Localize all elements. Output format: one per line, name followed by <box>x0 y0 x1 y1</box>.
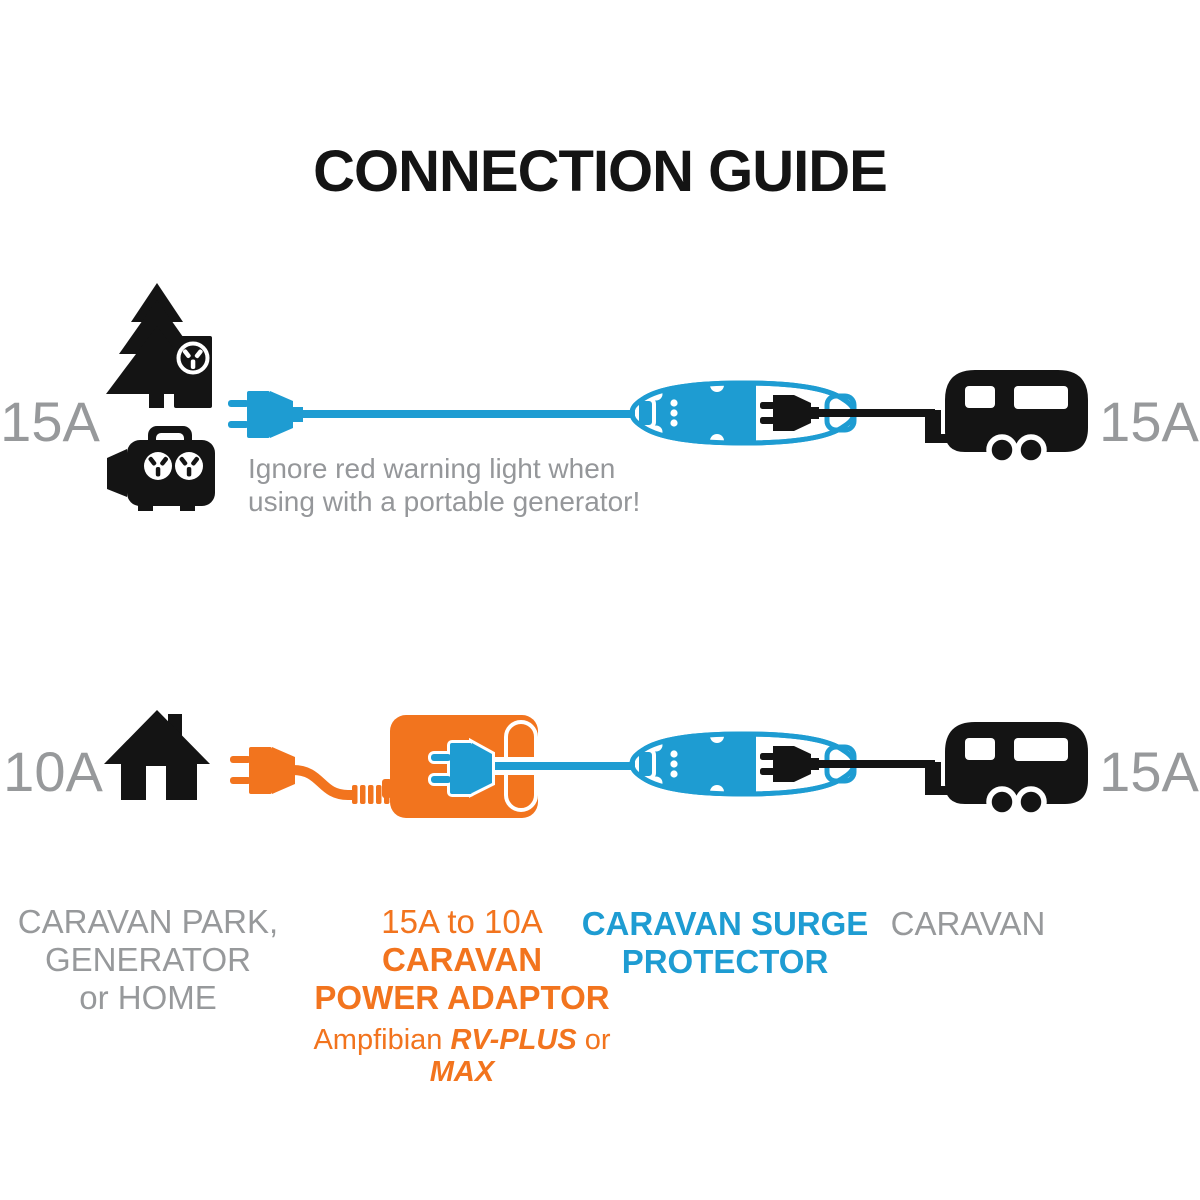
power-adaptor-icon <box>382 715 642 818</box>
caption-caravan: CARAVAN <box>890 905 1046 942</box>
orange-plug-icon <box>230 747 295 794</box>
generator-warning-note: Ignore red warning light when using with… <box>248 452 640 518</box>
power-pedestal-icon <box>174 336 212 408</box>
caption-surge-line2: PROTECTOR <box>621 943 829 980</box>
caravan-icon-bottom <box>925 722 1088 815</box>
cable-to-caravan-bottom <box>845 760 935 768</box>
caption-surge-protector: CARAVAN SURGE PROTECTOR <box>577 905 873 981</box>
caption-source-line2: GENERATOR <box>45 941 251 978</box>
power-cable-top <box>302 410 632 418</box>
caption-adaptor-line3: POWER ADAPTOR <box>314 979 610 1016</box>
adaptor-brand: Ampfibian <box>313 1024 451 1056</box>
adaptor-models-or: or <box>576 1024 611 1056</box>
curved-cable <box>292 765 353 800</box>
caption-source-line3: or HOME <box>79 979 217 1016</box>
warning-note-line2: using with a portable generator! <box>248 486 641 517</box>
caravan-icon-top <box>925 370 1088 463</box>
page-title: CONNECTION GUIDE <box>313 139 888 204</box>
adaptor-model-rv-plus: RV-PLUS <box>450 1024 577 1056</box>
adaptor-plug-icon <box>431 743 492 794</box>
caption-adaptor-line1: 15A to 10A <box>381 903 543 940</box>
house-icon <box>104 710 210 800</box>
adaptor-model-max: MAX <box>429 1056 495 1088</box>
caption-source-line1: CARAVAN PARK, <box>17 903 279 940</box>
surge-protector-icon-bottom <box>630 729 858 799</box>
power-cable-bottom <box>487 762 642 770</box>
blue-plug-icon <box>228 391 303 438</box>
rating-bottom-source: 10A <box>3 740 103 803</box>
caption-surge-line1: CARAVAN SURGE <box>581 905 869 942</box>
cable-to-caravan-top <box>845 409 935 417</box>
warning-note-line1: Ignore red warning light when <box>248 453 616 484</box>
rating-bottom-caravan: 15A <box>1099 740 1199 803</box>
caption-adaptor-line2: CARAVAN <box>381 941 543 978</box>
generator-icon <box>107 426 215 511</box>
rating-top-caravan: 15A <box>1099 390 1199 453</box>
rating-top-source: 15A <box>0 390 100 453</box>
surge-protector-icon-top <box>630 378 858 448</box>
caption-power-adaptor: 15A to 10A CARAVAN POWER ADAPTOR Ampfibi… <box>310 903 614 1088</box>
caption-adaptor-models: Ampfibian RV-PLUS or MAX <box>292 1024 632 1088</box>
house-door <box>146 766 166 800</box>
caption-source: CARAVAN PARK, GENERATOR or HOME <box>0 903 296 1017</box>
